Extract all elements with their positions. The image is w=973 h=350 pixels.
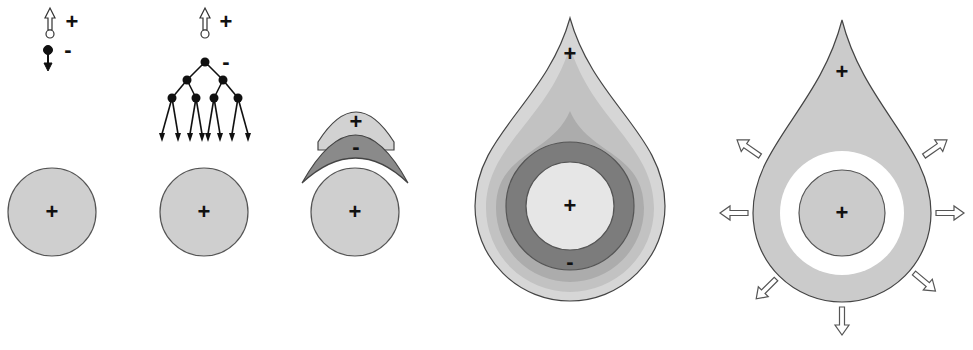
charge-drop: ++ bbox=[752, 18, 932, 308]
charge-sign: + bbox=[564, 195, 577, 217]
charge-sign: + bbox=[350, 111, 363, 133]
nucleus-circle: + bbox=[798, 169, 886, 257]
positive-particle bbox=[200, 8, 210, 38]
charge-sign: + bbox=[349, 201, 362, 223]
nucleus-circle: + bbox=[7, 167, 97, 257]
charge-sign: + bbox=[564, 43, 577, 65]
charge-sign: + bbox=[836, 61, 849, 83]
negative-ring: -+ bbox=[505, 141, 635, 271]
charge-sign: + bbox=[46, 201, 59, 223]
electron-particle bbox=[44, 46, 53, 72]
particle-charge: - bbox=[64, 39, 71, 61]
charge-drop: +-+ bbox=[474, 16, 666, 306]
particle-charge: + bbox=[220, 11, 233, 33]
charge-sign: + bbox=[198, 201, 211, 223]
electron-cascade bbox=[159, 58, 251, 143]
positive-particle bbox=[45, 8, 55, 38]
nucleus-circle: + bbox=[525, 161, 615, 251]
particle-charge: + bbox=[66, 11, 79, 33]
charge-sign: + bbox=[836, 202, 849, 224]
particle-charge: - bbox=[222, 51, 229, 73]
nucleus-circle: + bbox=[159, 167, 249, 257]
nucleus-circle: + bbox=[310, 167, 400, 257]
charge-sign: - bbox=[352, 136, 359, 158]
charge-sign: - bbox=[566, 251, 573, 273]
